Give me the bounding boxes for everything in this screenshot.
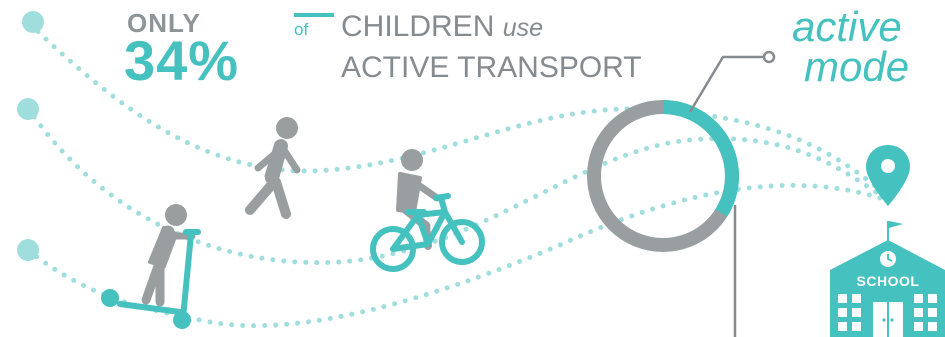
headline-children: CHILDREN [341, 10, 495, 43]
path-start-dot-bottom [17, 239, 39, 261]
callout-active: active [792, 3, 902, 50]
callout-end-dot [762, 50, 776, 64]
headline-active-transport: ACTIVE TRANSPORT [341, 51, 642, 84]
path-start-dot-top [22, 11, 44, 33]
headline-percent: 34% [124, 29, 240, 92]
of-underline-bar [294, 13, 334, 17]
walking-person-icon [245, 117, 301, 219]
callout-line-top [688, 55, 765, 113]
headline-of: of [294, 20, 309, 39]
location-pin-icon [866, 145, 910, 206]
cyclist-icon [370, 149, 485, 272]
path-middle [25, 105, 883, 266]
headline-children-line: CHILDREN use [341, 11, 543, 44]
active-mode-donut [587, 100, 739, 252]
scooter-rider-icon [101, 204, 201, 329]
headline-use: use [502, 14, 544, 42]
school-building-icon [830, 221, 945, 337]
donut-active-segment [587, 100, 739, 252]
school-label: SCHOOL [856, 273, 920, 289]
callout-mode: mode [804, 43, 910, 90]
path-start-dot-middle [17, 98, 39, 120]
dotted-paths [25, 21, 883, 329]
path-bottom [25, 182, 883, 329]
headline-only: ONLY [127, 8, 201, 38]
